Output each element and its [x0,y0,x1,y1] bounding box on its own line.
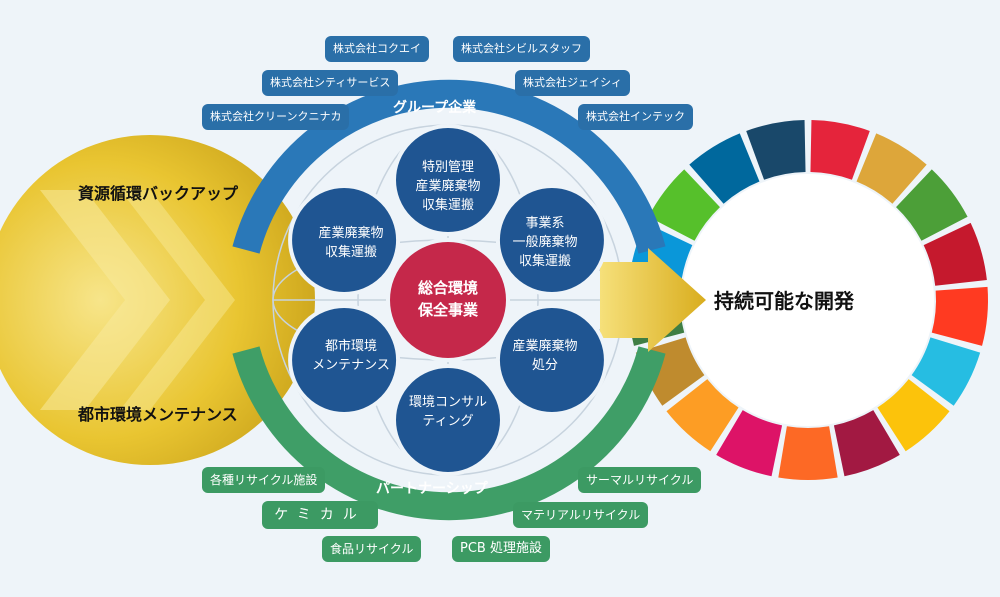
company-tag: 株式会社シビルスタッフ [453,36,590,62]
sdg-segment [689,133,760,204]
partner-tag: マテリアルリサイクル [513,502,649,528]
service-circle [495,184,608,296]
left-bottom-label: 都市環境メンテナンス [78,405,238,424]
partner-tag: サーマルリサイクル [578,467,702,493]
left-top-label: 資源循環バックアップ [78,184,239,203]
service-circle [495,304,608,416]
service-circle [392,124,504,236]
partner-tag: PCB 処理施設 [452,536,550,562]
goal-arrow [600,248,706,352]
chevron-highlight-1 [40,190,170,410]
sdg-segment [896,169,968,241]
partner-tag: ケミカル [262,501,378,529]
sdg-wheel [628,120,988,480]
goal-label: 持続可能な開発 [714,289,854,313]
service-circles [288,124,608,476]
service-circle [288,184,401,296]
service-circle [392,364,504,476]
sdg-segment [716,410,783,477]
service-label: 環境コンサルティング [408,395,487,429]
sdg-segment [778,426,838,480]
company-tag: 株式会社コクエイ [325,36,429,62]
company-tag: 株式会社インテック [578,104,693,130]
service-label: 産業廃棄物処分 [512,339,578,373]
service-circle [288,304,401,416]
sdg-segment [923,222,987,286]
sdg-segment [810,120,870,180]
sdg-segment [856,133,927,204]
sdg-segment [746,120,806,180]
group-ring-title: グループ企業 [393,100,477,116]
service-label: 産業廃棄物収集運搬 [318,226,384,260]
company-tag: 株式会社クリーンクニナカ [202,104,350,130]
partner-arc [232,346,666,521]
partner-tag: 各種リサイクル施設 [202,467,326,493]
partner-ring-title: パートナーシップ [376,481,488,497]
service-label: 都市環境メンテナンス [312,339,390,373]
company-tag: 株式会社ジェイシィ [515,70,630,96]
service-label: 事業系一般廃棄物収集運搬 [512,216,578,269]
service-label: 特別管理産業廃棄物収集運搬 [415,160,481,213]
sdg-segment [648,169,720,241]
partner-tag: 食品リサイクル [322,536,422,562]
company-tag: 株式会社シティサービス [262,70,399,96]
sdg-center [682,174,934,426]
sdg-segment [931,286,988,346]
sdg-segment [911,337,981,406]
center-circle [386,238,510,362]
chevron-highlight-2 [120,190,235,410]
sdg-segment [877,379,950,452]
sdg-segment [833,410,900,477]
sdg-segment [666,379,739,452]
center-label: 総合環境保全事業 [417,279,478,319]
group-arc [232,79,666,254]
